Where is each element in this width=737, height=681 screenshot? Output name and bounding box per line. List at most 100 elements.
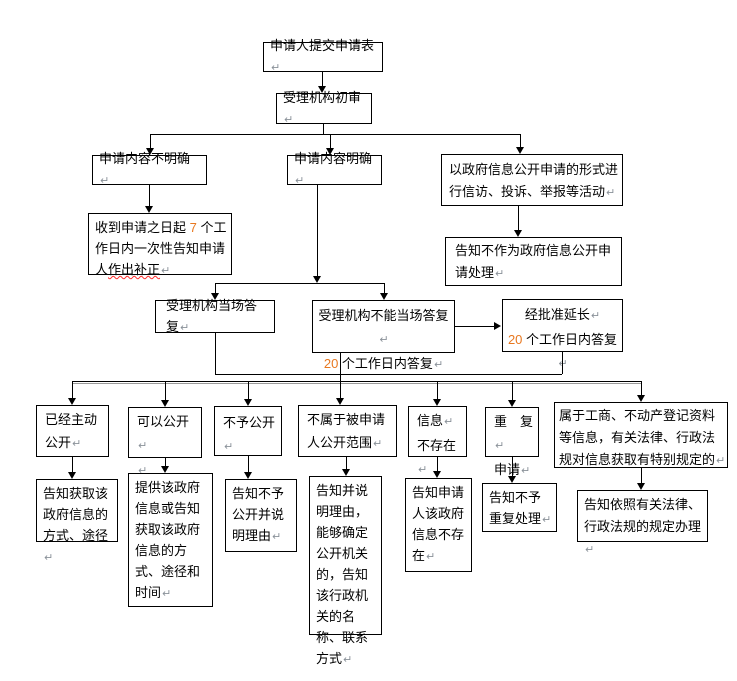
node-text: 受理机构不能当场答复↵ xyxy=(318,308,449,346)
flow-arrowhead xyxy=(145,206,153,213)
return-mark: ↵ xyxy=(433,359,444,371)
flow-arrowhead xyxy=(637,483,645,490)
node-answer-info-not-exist: 告知申请人该政府信息不存在↵ xyxy=(405,478,472,572)
return-mark: ↵ xyxy=(418,464,428,476)
node-text: 提供该政府信息或告知获取该政府信息的方式、途径和时间↵ xyxy=(135,480,201,600)
node-not-public: 不予公开↵ xyxy=(214,406,282,456)
flow-line xyxy=(512,381,513,400)
node-text: 受理机构初审↵ xyxy=(283,89,362,126)
flow-arrowhead xyxy=(494,322,501,330)
return-mark: ↵ xyxy=(379,334,389,346)
node-text: 申请↵ xyxy=(494,462,531,477)
return-mark: ↵ xyxy=(272,531,282,543)
flow-line xyxy=(512,457,513,476)
flow-arrowhead xyxy=(161,400,169,407)
return-mark: ↵ xyxy=(138,465,148,477)
flow-line xyxy=(562,352,563,374)
flow-line xyxy=(149,185,150,206)
node-text: 告知不予公开并说明理由↵ xyxy=(232,486,285,543)
flow-line xyxy=(165,381,166,400)
node-not-in-scope: 不属于被申请人公开范围↵ xyxy=(298,405,397,457)
node-already-public: 已经主动公开↵ xyxy=(36,405,109,457)
return-mark: ↵ xyxy=(590,310,601,322)
flow-arrowhead xyxy=(318,86,326,93)
return-mark: ↵ xyxy=(138,440,148,452)
node-text: 已经主动公开↵ xyxy=(45,412,98,450)
flow-line xyxy=(215,283,384,284)
flow-line xyxy=(340,353,341,381)
workday-count: 20 xyxy=(507,332,523,347)
flow-line xyxy=(248,381,249,399)
return-mark: ↵ xyxy=(373,438,383,450)
return-mark: ↵ xyxy=(521,465,531,477)
flow-arrowhead xyxy=(146,148,154,155)
node-cannot-answer-onspot: 受理机构不能当场答复↵ 20 个工作日内答复↵ xyxy=(312,300,455,371)
node-can-be-public: 可以公开↵ ↵ xyxy=(128,407,202,477)
flow-line xyxy=(322,72,323,86)
flow-arrowhead xyxy=(433,471,441,478)
flow-line xyxy=(317,185,318,276)
flow-line xyxy=(384,283,385,293)
node-answer-no-repeat-handling: 告知不予重复处理↵ xyxy=(482,483,557,532)
return-mark: ↵ xyxy=(606,187,616,199)
return-mark: ↵ xyxy=(180,321,190,334)
flow-arrowhead xyxy=(336,398,344,405)
flow-arrowhead xyxy=(380,293,388,300)
flow-line xyxy=(520,134,521,147)
flow-arrowhead xyxy=(514,230,522,237)
flow-arrowhead xyxy=(68,398,76,405)
flow-arrowhead xyxy=(313,276,321,283)
return-mark: ↵ xyxy=(495,440,505,452)
node-text: 告知依照有关法律、行政法规的规定办理↵ xyxy=(584,497,702,556)
flow-line xyxy=(165,458,166,466)
node-text: 信息↵ xyxy=(417,413,454,428)
return-mark: ↵ xyxy=(542,514,552,526)
node-text: 20 个工作日内答复↵ xyxy=(507,332,618,370)
node-answer-already-public: 告知获取该政府信息的方式、途径↵ xyxy=(36,479,118,564)
node-text: 重 复↵ xyxy=(494,414,534,452)
node-text: 不予公开↵ xyxy=(223,415,276,453)
node-notify-supplement: 收到申请之日起 7 个工作日内一次性告知申请人作出补正↵ xyxy=(88,213,232,277)
node-text: 经批准延长↵ xyxy=(524,307,601,322)
flow-arrowhead xyxy=(244,472,252,479)
node-special-regulation-info: 属于工商、不动产登记资料等信息，有关法律、行政法规对信息获取有特别规定的↵ xyxy=(554,402,728,468)
node-submit-application: 申请人提交申请表↵ xyxy=(263,38,383,74)
flow-arrowhead xyxy=(326,148,334,155)
node-text: 申请人提交申请表↵ xyxy=(270,38,375,74)
flow-arrowhead xyxy=(433,399,441,406)
node-answer-per-laws: 告知依照有关法律、行政法规的规定办理↵ xyxy=(577,490,708,556)
flow-arrowhead xyxy=(211,293,219,300)
node-text: 告知不予重复处理↵ xyxy=(489,490,552,526)
return-mark: ↵ xyxy=(271,62,281,74)
return-mark: ↵ xyxy=(343,654,353,666)
node-text: 20 个工作日内答复↵ xyxy=(323,356,444,371)
node-text: 收到申请之日起 7 个工作日内一次性告知申请人作出补正↵ xyxy=(95,220,227,277)
return-mark: ↵ xyxy=(444,416,454,428)
node-not-treated-as-request: 告知不作为政府信息公开申请处理↵ xyxy=(445,237,622,286)
return-mark: ↵ xyxy=(224,441,234,453)
flow-line xyxy=(215,283,216,293)
flow-line xyxy=(340,381,341,398)
return-mark: ↵ xyxy=(295,175,305,187)
flow-arrowhead xyxy=(342,469,350,476)
node-answer-provide-info: 提供该政府信息或告知获取该政府信息的方式、途径和时间↵ xyxy=(128,473,213,607)
return-mark: ↵ xyxy=(72,438,82,450)
flow-arrowhead xyxy=(637,395,645,402)
node-text: 不存在↵ xyxy=(417,438,457,476)
flow-line xyxy=(330,134,331,148)
node-content-unclear: 申请内容不明确↵ xyxy=(92,151,207,187)
node-text: 告知申请人该政府信息不存在↵ xyxy=(412,485,465,563)
node-text: 以政府信息公开申请的形式进行信访、投诉、举报等活动↵ xyxy=(449,162,619,199)
flow-line xyxy=(150,134,151,148)
flow-line xyxy=(437,457,438,471)
node-text: 不属于被申请人公开范围↵ xyxy=(307,412,386,450)
node-content-clear: 申请内容明确↵ xyxy=(287,151,382,187)
node-petition-complaint: 以政府信息公开申请的形式进行信访、投诉、举报等活动↵ xyxy=(441,154,623,206)
flow-line xyxy=(323,124,324,134)
workday-count: 7 xyxy=(189,220,197,235)
node-repeated-request: 重 复↵ 申请↵ xyxy=(485,407,539,477)
return-mark: ↵ xyxy=(284,113,294,126)
node-approved-extension: 经批准延长↵ 20 个工作日内答复↵ xyxy=(502,299,623,370)
flow-line-shadow xyxy=(72,383,641,384)
